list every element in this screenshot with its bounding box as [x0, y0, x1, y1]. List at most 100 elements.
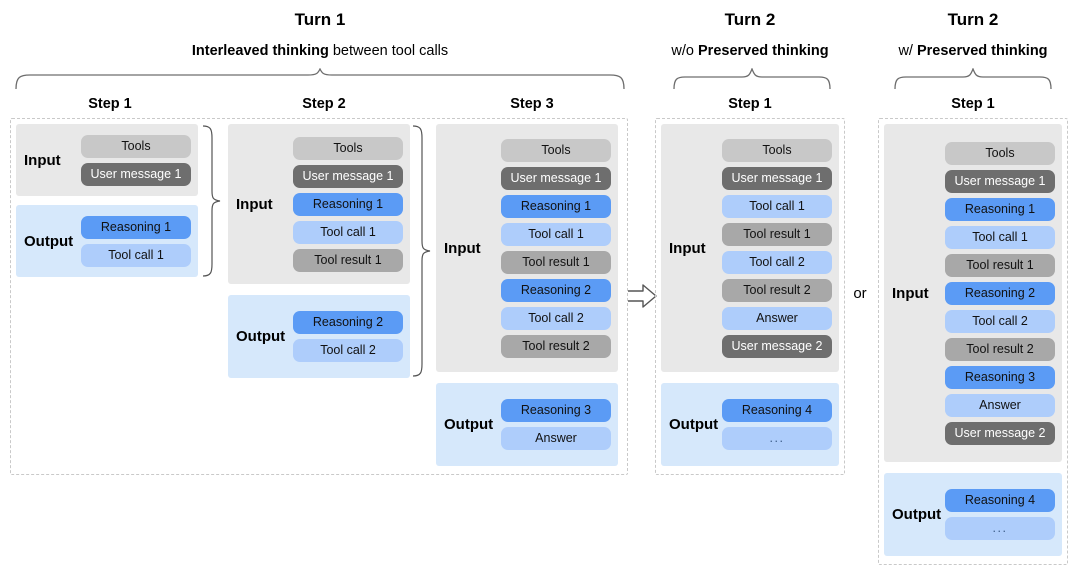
pill-tool-call[interactable]: Tool call 2 [501, 306, 611, 330]
turn-2a-container [655, 118, 845, 475]
pill-user-message[interactable]: User message 1 [81, 162, 191, 186]
pill-reasoning[interactable]: Reasoning 2 [945, 281, 1055, 305]
pill-user-message[interactable]: User message 1 [722, 166, 832, 190]
pill-user-message[interactable]: User message 1 [293, 164, 403, 188]
turn-1-brace [14, 68, 626, 90]
pill-tool-result[interactable]: Tool result 2 [501, 334, 611, 358]
turn-2b-brace [893, 68, 1053, 90]
pill-tools[interactable]: Tools [81, 134, 191, 158]
pill-user-message[interactable]: User message 2 [722, 334, 832, 358]
io-output-stack-t1-s1: Reasoning 1 Tool call 1 [73, 209, 198, 274]
pill-reasoning[interactable]: Reasoning 1 [81, 215, 191, 239]
pill-tool-call[interactable]: Tool call 2 [722, 250, 832, 274]
io-input-label-t1-s2: Input [236, 195, 273, 213]
pill-tool-result[interactable]: Tool result 2 [722, 278, 832, 302]
pill-tool-result[interactable]: Tool result 1 [293, 248, 403, 272]
pill-reasoning[interactable]: Reasoning 1 [945, 197, 1055, 221]
step-label-t2a-s1: Step 1 [728, 96, 772, 112]
pill-tools[interactable]: Tools [722, 138, 832, 162]
io-output-label-t1-s3: Output [444, 416, 494, 433]
turn-subtitle-1-bold: Interleaved thinking [191, 43, 329, 59]
pill-reasoning[interactable]: Reasoning 1 [293, 192, 403, 216]
turn-subtitle-1-post: between tool calls [328, 43, 449, 59]
pill-tool-call[interactable]: Tool call 1 [722, 194, 832, 218]
turn-subtitle-2a-pre: w/o [671, 43, 699, 59]
io-output-stack-t2b-s1: Reasoning 4 ... [941, 482, 1062, 547]
pill-answer[interactable]: Answer [945, 393, 1055, 417]
io-input-label-t1-s1: Input [24, 151, 61, 169]
io-input-label-t2b-s1: Input [892, 284, 929, 302]
pill-ellipsis[interactable]: ... [722, 427, 832, 450]
pill-reasoning[interactable]: Reasoning 2 [293, 311, 403, 334]
brace-t1-s2-to-s3 [410, 124, 432, 378]
pill-reasoning[interactable]: Reasoning 4 [722, 399, 832, 422]
io-output-t1-s2: Output Reasoning 2 Tool call 2 [228, 295, 410, 378]
pill-reasoning[interactable]: Reasoning 2 [501, 278, 611, 302]
turn-subtitle-2b-pre: w/ [898, 43, 917, 59]
io-input-label-t2a-s1: Input [669, 239, 706, 257]
pill-user-message[interactable]: User message 2 [945, 421, 1055, 445]
pill-tool-result[interactable]: Tool result 1 [501, 250, 611, 274]
pill-tool-result[interactable]: Tool result 1 [722, 222, 832, 246]
io-input-stack-t2b-s1: Tools User message 1 Reasoning 1 Tool ca… [929, 135, 1062, 452]
or-connector-label: or [853, 285, 867, 302]
pill-tool-call[interactable]: Tool call 1 [501, 222, 611, 246]
turn-2b-container [878, 118, 1068, 565]
pill-tool-call[interactable]: Tool call 2 [293, 339, 403, 362]
io-output-stack-t2a-s1: Reasoning 4 ... [718, 392, 839, 457]
brace-t1-s1-to-s2 [200, 124, 222, 278]
io-output-label-t1-s2: Output [236, 328, 286, 345]
turn-subtitle-1: Interleaved thinking between tool calls [10, 42, 630, 60]
io-input-t2a-s1: Input Tools User message 1 Tool call 1 T… [661, 124, 839, 372]
io-output-stack-t1-s3: Reasoning 3 Answer [493, 392, 618, 457]
io-input-t1-s2: Input Tools User message 1 Reasoning 1 T… [228, 124, 410, 284]
pill-tool-result[interactable]: Tool result 2 [945, 337, 1055, 361]
io-output-label-t1-s1: Output [24, 232, 74, 250]
pill-reasoning[interactable]: Reasoning 3 [945, 365, 1055, 389]
pill-user-message[interactable]: User message 1 [945, 169, 1055, 193]
step-label-t1-s1: Step 1 [88, 96, 132, 112]
pill-answer[interactable]: Answer [722, 306, 832, 330]
io-output-t2a-s1: Output Reasoning 4 ... [661, 383, 839, 466]
pill-tools[interactable]: Tools [501, 138, 611, 162]
pill-tools[interactable]: Tools [293, 136, 403, 160]
pill-reasoning[interactable]: Reasoning 1 [501, 194, 611, 218]
step-label-t1-s3: Step 3 [510, 96, 554, 112]
io-input-t1-s1: Input Tools User message 1 [16, 124, 198, 196]
pill-answer[interactable]: Answer [501, 427, 611, 450]
io-output-label-t2b-s1: Output [892, 506, 942, 523]
turn-title-2b: Turn 2 [947, 10, 999, 29]
turn-title-2a: Turn 2 [724, 10, 776, 29]
pill-reasoning[interactable]: Reasoning 4 [945, 489, 1055, 512]
io-output-label-t2a-s1: Output [669, 416, 719, 433]
pill-tool-call[interactable]: Tool call 1 [81, 243, 191, 267]
io-output-t2b-s1: Output Reasoning 4 ... [884, 473, 1062, 556]
io-input-stack-t1-s1: Tools User message 1 [61, 128, 198, 193]
pill-tools[interactable]: Tools [945, 141, 1055, 165]
turn-subtitle-2a: w/o Preserved thinking [650, 42, 850, 60]
io-output-t1-s3: Output Reasoning 3 Answer [436, 383, 618, 466]
pill-reasoning[interactable]: Reasoning 3 [501, 399, 611, 422]
pill-ellipsis[interactable]: ... [945, 517, 1055, 540]
pill-tool-call[interactable]: Tool call 1 [945, 225, 1055, 249]
pill-tool-call[interactable]: Tool call 1 [293, 220, 403, 244]
right-double-arrow-icon [626, 283, 658, 309]
step-label-t2b-s1: Step 1 [951, 96, 995, 112]
pill-tool-result[interactable]: Tool result 1 [945, 253, 1055, 277]
io-input-stack-t2a-s1: Tools User message 1 Tool call 1 Tool re… [706, 132, 839, 365]
pill-user-message[interactable]: User message 1 [501, 166, 611, 190]
io-output-stack-t1-s2: Reasoning 2 Tool call 2 [285, 304, 410, 369]
io-input-stack-t1-s3: Tools User message 1 Reasoning 1 Tool ca… [481, 132, 618, 365]
turn-subtitle-2b: w/ Preserved thinking [873, 42, 1073, 60]
turn-title-1: Turn 1 [294, 10, 346, 29]
io-output-t1-s1: Output Reasoning 1 Tool call 1 [16, 205, 198, 277]
turn-subtitle-2b-bold: Preserved thinking [916, 43, 1048, 59]
turn-subtitle-2a-bold: Preserved thinking [698, 43, 829, 59]
io-input-t2b-s1: Input Tools User message 1 Reasoning 1 T… [884, 124, 1062, 462]
turn-1-container [10, 118, 628, 475]
io-input-stack-t1-s2: Tools User message 1 Reasoning 1 Tool ca… [273, 130, 410, 279]
turn-2a-brace [672, 68, 832, 90]
io-input-t1-s3: Input Tools User message 1 Reasoning 1 T… [436, 124, 618, 372]
step-label-t1-s2: Step 2 [302, 96, 346, 112]
pill-tool-call[interactable]: Tool call 2 [945, 309, 1055, 333]
